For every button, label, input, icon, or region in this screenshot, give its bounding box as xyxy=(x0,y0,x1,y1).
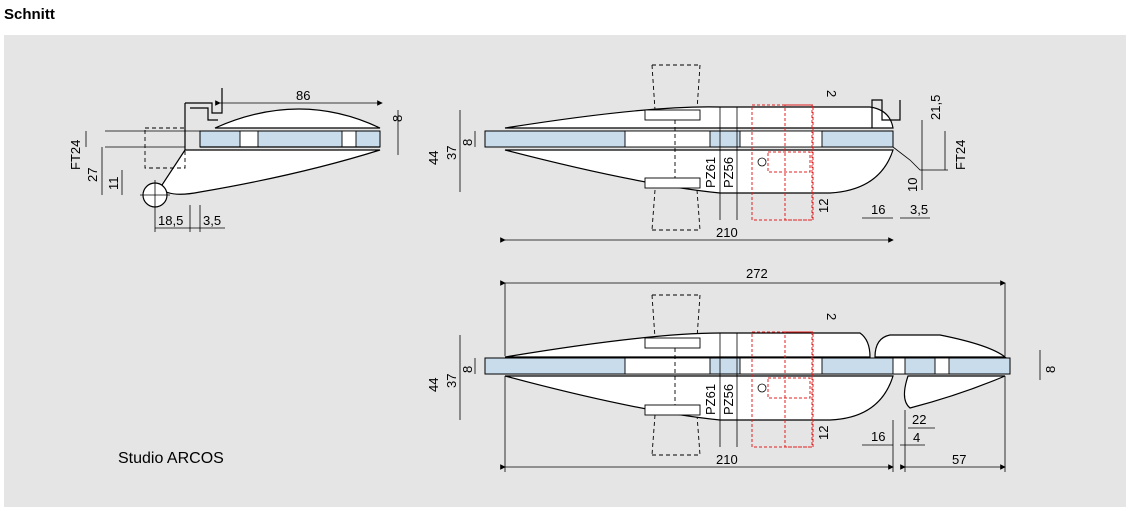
plan2-body-lower-right xyxy=(903,375,1006,409)
dim-8-top: 8 xyxy=(460,139,475,146)
dim-pz61-bottom: PZ61 xyxy=(703,384,718,415)
dim-12-bottom: 12 xyxy=(816,426,831,440)
dim-4: 4 xyxy=(913,430,920,445)
dim-12-top: 12 xyxy=(816,199,831,213)
plan-wall-profile xyxy=(871,99,901,128)
dim-8-bottom-left: 8 xyxy=(460,366,475,373)
dim-2-bottom: 2 xyxy=(824,313,839,320)
dim-16-bottom: 16 xyxy=(871,429,885,444)
side-view: 86 8 FT24 27 11 18,5 3,5 xyxy=(68,88,405,232)
dim-210-top: 210 xyxy=(716,225,738,240)
side-body-lower xyxy=(159,149,381,195)
dim-44-top: 44 xyxy=(426,151,441,165)
dim-27: 27 xyxy=(85,168,100,182)
dim-2-top: 2 xyxy=(824,90,839,97)
dim-210-bottom: 210 xyxy=(716,452,738,467)
dim-3-5-right: 3,5 xyxy=(910,202,928,217)
dim-37-top: 37 xyxy=(444,146,459,160)
dim-10: 10 xyxy=(905,178,920,192)
drawing-panel xyxy=(4,35,1126,507)
dim-pz61-top: PZ61 xyxy=(703,157,718,188)
dim-22: 22 xyxy=(912,412,926,427)
plan2-body-lower-left xyxy=(504,375,894,421)
brand-label: Studio ARCOS xyxy=(118,450,224,467)
dim-pz56-bottom: PZ56 xyxy=(721,384,736,415)
dim-11: 11 xyxy=(106,177,121,191)
plan-body-lower xyxy=(504,149,894,194)
dim-21-5: 21,5 xyxy=(928,95,943,120)
side-cover-top xyxy=(214,108,381,129)
dim-57: 57 xyxy=(952,452,966,467)
dim-8-bottom-right: 8 xyxy=(1043,366,1058,373)
plan2-cover-right xyxy=(874,334,1007,358)
dim-ft24-left: FT24 xyxy=(68,140,83,170)
dim-272: 272 xyxy=(746,266,768,281)
plan-view-double: 272 44 37 8 8 PZ61 PZ56 2 12 16 22 4 210… xyxy=(426,266,1058,472)
dim-44-bottom: 44 xyxy=(426,378,441,392)
dim-pz56-top: PZ56 xyxy=(721,157,736,188)
section-title: Schnitt xyxy=(4,6,55,23)
dim-86: 86 xyxy=(296,88,310,103)
dim-16-top: 16 xyxy=(871,202,885,217)
dim-18-5: 18,5 xyxy=(158,213,183,228)
dim-37-bottom: 37 xyxy=(444,374,459,388)
dim-ft24-right: FT24 xyxy=(953,140,968,170)
dim-3-5-left: 3,5 xyxy=(203,213,221,228)
plan-view-single: 44 37 8 PZ61 PZ56 2 12 16 210 21,5 10 FT… xyxy=(426,64,968,243)
dim-8-side: 8 xyxy=(390,115,405,122)
